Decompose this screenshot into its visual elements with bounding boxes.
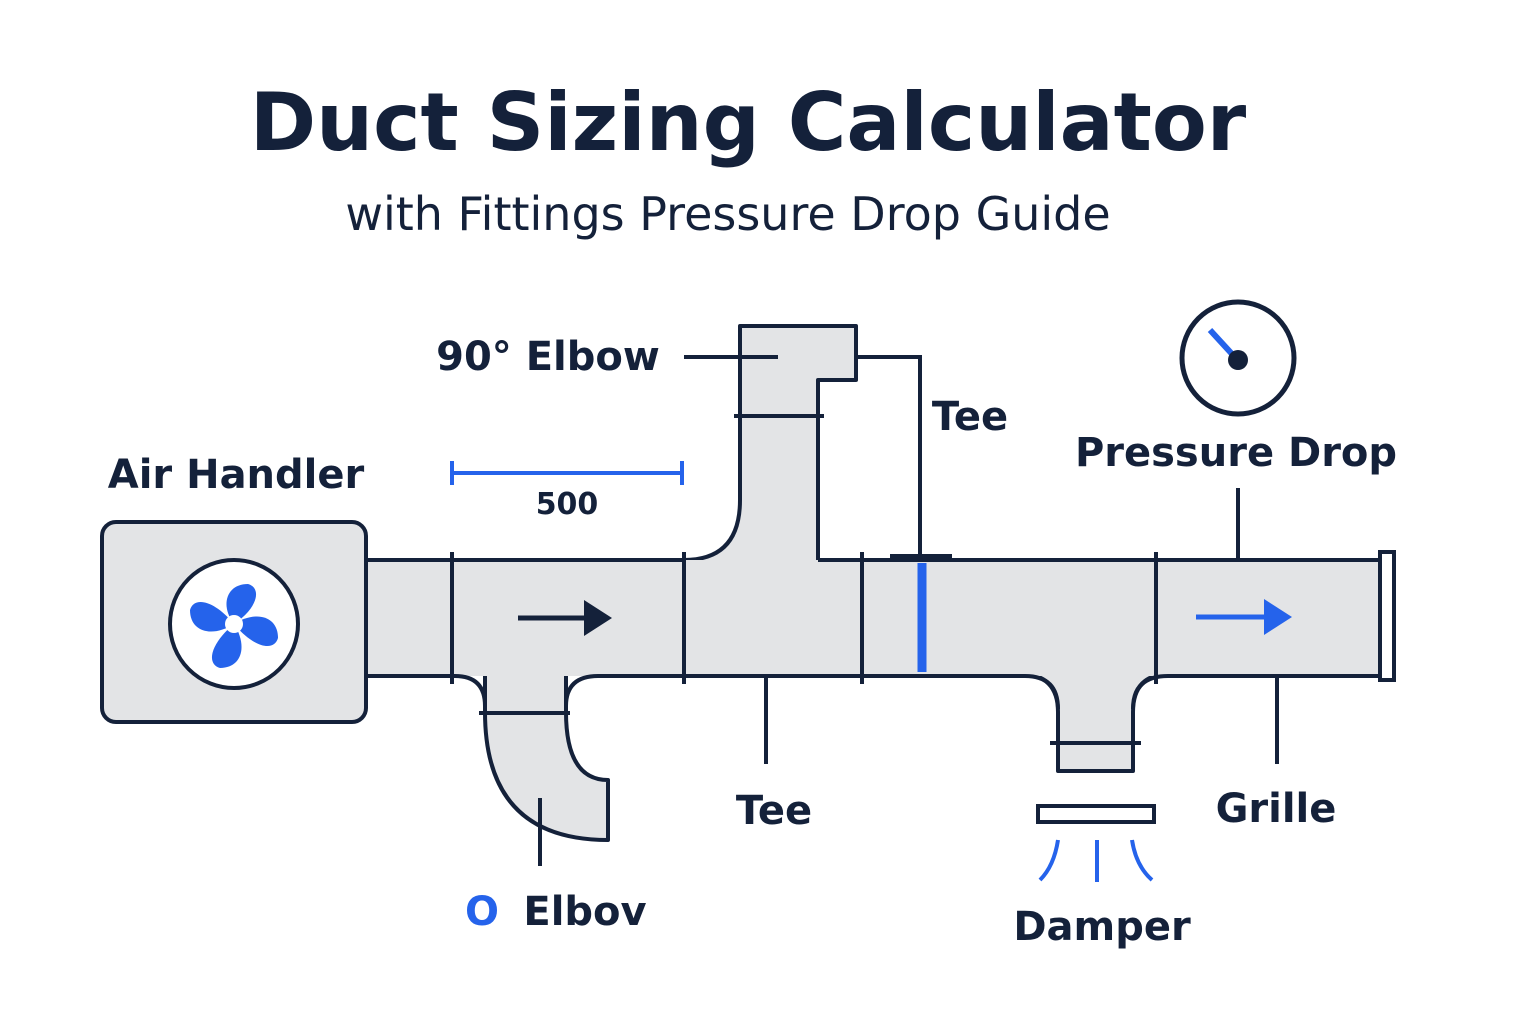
fan-icon: [190, 584, 278, 668]
upper-tee-branch: [682, 324, 858, 602]
label-damper: Damper: [1013, 904, 1191, 950]
label-90-elbow: 90° Elbow: [436, 334, 660, 380]
label-pressure-drop: Pressure Drop: [1075, 430, 1397, 476]
lower-elbow-fitting: [479, 648, 610, 842]
arrow-right-icon: [518, 600, 612, 636]
label-elbow-lower: Elbov: [523, 889, 646, 935]
pressure-gauge-icon: [1179, 299, 1297, 417]
label-elbow-glyph: O: [465, 889, 499, 935]
label-air-handler: Air Handler: [108, 452, 365, 498]
page-title: Duct Sizing Calculator: [250, 76, 1247, 169]
air-handler-unit: [100, 520, 368, 724]
label-tee-upper: Tee: [932, 394, 1008, 440]
arrow-right-icon-outlet: [1196, 599, 1292, 635]
damper-diffuser: [1036, 804, 1156, 882]
label-grille: Grille: [1216, 786, 1337, 832]
label-tee-lower: Tee: [736, 788, 812, 834]
dimension-label: 500: [536, 487, 599, 522]
length-dimension: [450, 461, 684, 485]
page-subtitle: with Fittings Pressure Drop Guide: [345, 187, 1110, 241]
